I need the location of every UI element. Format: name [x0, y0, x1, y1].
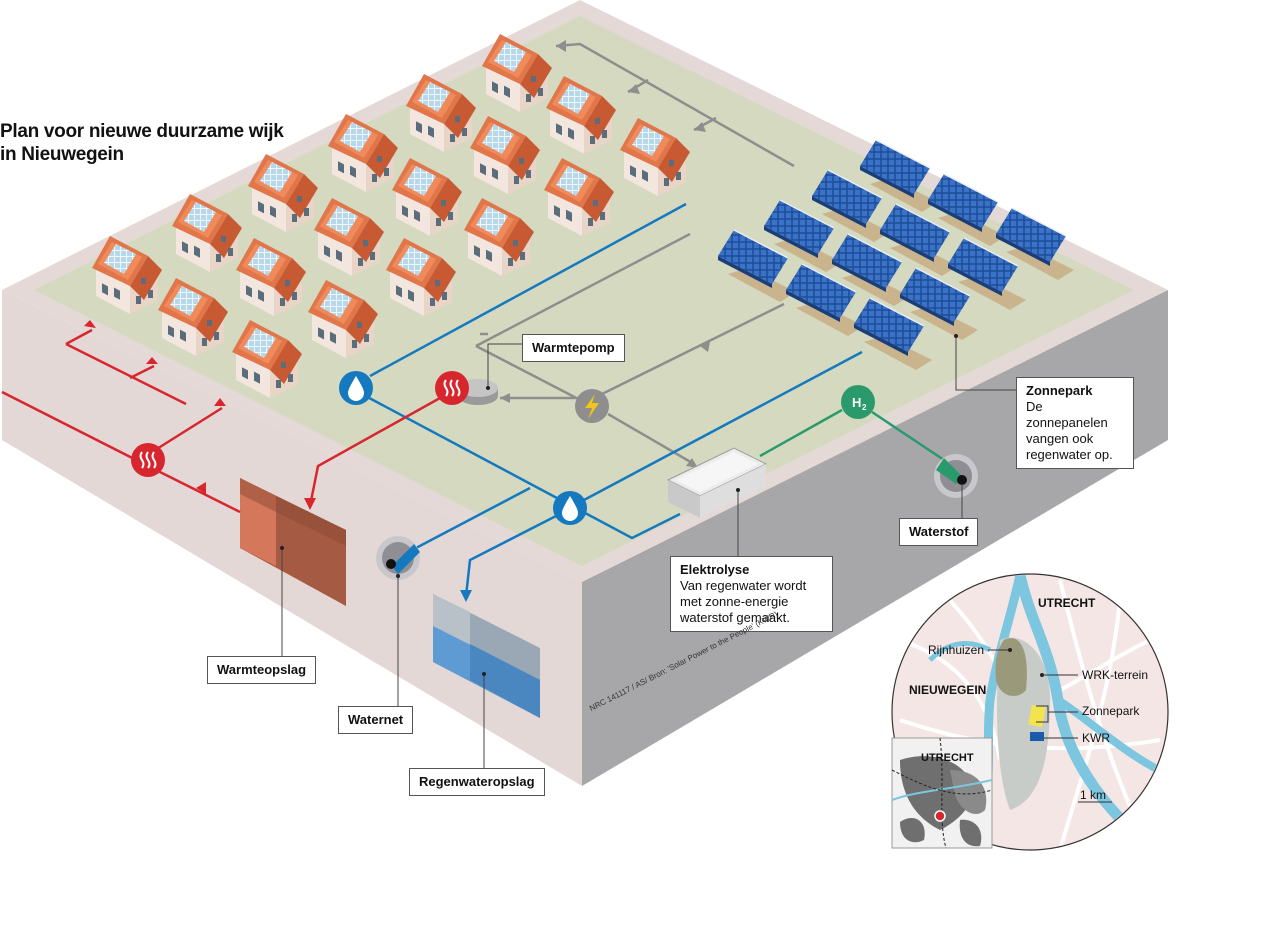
- hydrogen-icon: H 2: [841, 385, 875, 419]
- warmteopslag-tank: [240, 478, 346, 606]
- zonnepark-label-title: Zonnepark: [1026, 383, 1093, 398]
- map-label-zonnepark: Zonnepark: [1082, 704, 1140, 718]
- warmtepomp-label: Warmtepomp: [522, 334, 625, 362]
- waternet-label: Waternet: [338, 706, 414, 734]
- warmteopslag-label-text: Warmteopslag: [217, 662, 307, 677]
- title-line-2: in Nieuwegein: [0, 144, 124, 165]
- title-line-1: Plan voor nieuwe duurzame wijk: [0, 121, 284, 142]
- heat-icon: [435, 371, 469, 405]
- warmtepomp-label-text: Warmtepomp: [532, 340, 615, 355]
- hydrogen-lines: [759, 408, 945, 462]
- page-title: Plan voor nieuwe duurzame wijk in Nieuwe…: [0, 120, 284, 166]
- waternet-label-text: Waternet: [348, 712, 404, 727]
- zonnepark-label: Zonnepark De zonnepanelen vangen ook reg…: [1016, 377, 1134, 469]
- water-arrow: [460, 590, 472, 602]
- water-lines: [357, 202, 863, 597]
- inset-label-utrecht: UTRECHT: [921, 752, 974, 764]
- map-label-nieuwegein: NIEUWEGEIN: [909, 683, 987, 697]
- zonnepark-label-text: De zonnepanelen vangen ook regenwater op…: [1026, 399, 1113, 462]
- regenwateropslag-label: Regenwateropslag: [409, 768, 545, 796]
- elektrolyse-label: Elektrolyse Van regenwater wordt met zon…: [670, 556, 833, 632]
- power-arrows: [500, 40, 710, 468]
- waternet-pump: [376, 536, 420, 580]
- map-label-utrecht: UTRECHT: [1038, 596, 1096, 610]
- elektrolyse-label-title: Elektrolyse: [680, 562, 750, 577]
- lightning-icon: [575, 389, 609, 423]
- water-drop-icon: [339, 371, 373, 405]
- water-drop-icon: [553, 491, 587, 525]
- map-scale-label: 1 km: [1080, 788, 1107, 802]
- regenwateropslag-tank: [433, 594, 540, 718]
- locator-map: [891, 573, 1169, 851]
- warmteopslag-label: Warmteopslag: [207, 656, 317, 684]
- elektrolyse-unit: [666, 447, 768, 518]
- hydrogen-subscript: 2: [862, 403, 867, 412]
- map-label-wrk: WRK-terrein: [1082, 668, 1149, 682]
- leader-dots: [280, 334, 958, 676]
- heat-icon: [131, 443, 165, 477]
- map-label-kwr: KWR: [1082, 731, 1110, 745]
- inset-overview-map: [891, 737, 993, 849]
- leader-lines: [281, 336, 1016, 768]
- heat-arrows: [84, 320, 316, 510]
- elektrolyse-label-text: Van regenwater wordt met zonne-energie w…: [680, 578, 807, 625]
- waterstof-tank: [934, 454, 978, 498]
- hydrogen-symbol: H: [852, 395, 861, 410]
- waterstof-label-text: Waterstof: [909, 524, 969, 539]
- waterstof-label: Waterstof: [899, 518, 979, 546]
- regenwateropslag-label-text: Regenwateropslag: [419, 774, 535, 789]
- map-label-rijnhuizen: Rijnhuizen: [928, 643, 985, 657]
